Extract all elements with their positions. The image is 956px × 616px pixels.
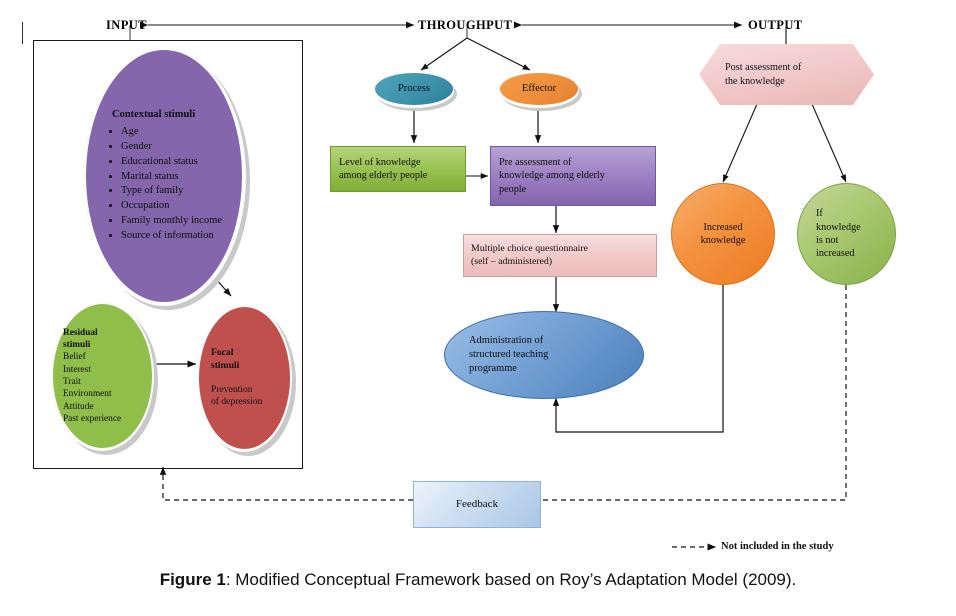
questionnaire-line1: Multiple choice questionnaire [471,242,588,254]
post-assessment-node: Post assessment of the knowledge [699,44,874,105]
level-line1: Level of knowledge [339,156,421,168]
list-item: Source of information [121,229,236,243]
preassessment-line1: Pre assessment of [499,156,572,168]
column-heading-throughput: THROUGHPUT [418,18,513,32]
effector-label: Effector [521,83,557,95]
administration-line3: programme [469,362,517,374]
list-item: Gender [121,140,236,154]
wire-throughput-process [420,37,468,71]
list-item: Attitude [63,401,94,412]
post-line2: the knowledge [725,75,785,87]
list-item: Interest [63,364,91,375]
wire-post-notincreased [811,103,847,183]
level-of-knowledge-node: Level of knowledge among elderly people [330,146,466,192]
column-heading-output: OUTPUT [748,18,803,32]
list-item: Type of family [121,184,236,198]
list-item: Age [121,125,236,139]
list-item: Marital status [121,170,236,184]
list-item: Environment [63,389,112,400]
process-node: Process [375,73,453,105]
list-item: Occupation [121,199,236,213]
legend-label: Not included in the study [721,541,834,552]
administration-node: Administration of structured teaching pr… [444,311,644,399]
not-increased-knowledge-node: If knowledge is not increased [797,183,896,285]
increased-line1: Increased [703,221,743,233]
feedback-label: Feedback [455,498,499,511]
contextual-list: Age Gender Educational status Marital st… [104,125,236,243]
list-item: Past experience [63,413,122,424]
wire-throughput-effector [466,37,531,71]
notincreased-line4: increased [816,248,855,260]
residual-title-line1: Residual [63,327,98,338]
preassessment-line2: knowledge among elderly [499,170,605,182]
residual-title-line2: stimuli [63,340,91,351]
list-item: Family monthly income [121,214,236,228]
administration-line2: structured teaching [469,349,549,361]
feedback-node: Feedback [413,481,541,528]
figure-caption: Figure 1: Modified Conceptual Framework … [0,570,956,590]
list-item: Trait [63,377,81,387]
column-heading-input: INPUT [106,18,147,32]
list-item: Educational status [121,155,236,169]
focal-body-line2: of depression [211,396,263,408]
contextual-stimuli-node: Contextual stimuli Age Gender Educationa… [86,50,242,302]
residual-stimuli-node: Residual stimuli Belief Interest Trait E… [53,304,152,448]
administration-line1: Administration of [469,335,544,347]
questionnaire-line2: (self – administered) [471,255,553,267]
notincreased-line1: If [816,208,823,220]
notincreased-line3: is not [816,235,839,246]
page-margin-mark [22,22,24,44]
caption-text: : Modified Conceptual Framework based on… [225,570,797,589]
focal-title-line1: Focal [211,347,234,359]
post-line1: Post assessment of [725,62,802,74]
effector-node: Effector [500,73,578,105]
focal-stimuli-node: Focal stimuli Prevention of depression [199,307,290,449]
wire-post-increased [722,103,758,183]
focal-body-line1: Prevention [211,383,253,395]
process-label: Process [397,83,431,95]
contextual-title: Contextual stimuli [112,109,196,121]
focal-title-line2: stimuli [211,359,240,371]
increased-knowledge-node: Increased knowledge [671,183,775,285]
pre-assessment-node: Pre assessment of knowledge among elderl… [490,146,656,206]
notincreased-line2: knowledge [816,221,861,233]
list-item: Belief [63,352,86,363]
caption-label: Figure 1 [159,570,226,589]
preassessment-line3: people [499,183,527,195]
increased-line2: knowledge [700,235,746,246]
questionnaire-node: Multiple choice questionnaire (self – ad… [463,234,657,277]
level-line2: among elderly people [339,170,428,181]
residual-list: Belief Interest Trait Environment Attitu… [63,351,146,425]
